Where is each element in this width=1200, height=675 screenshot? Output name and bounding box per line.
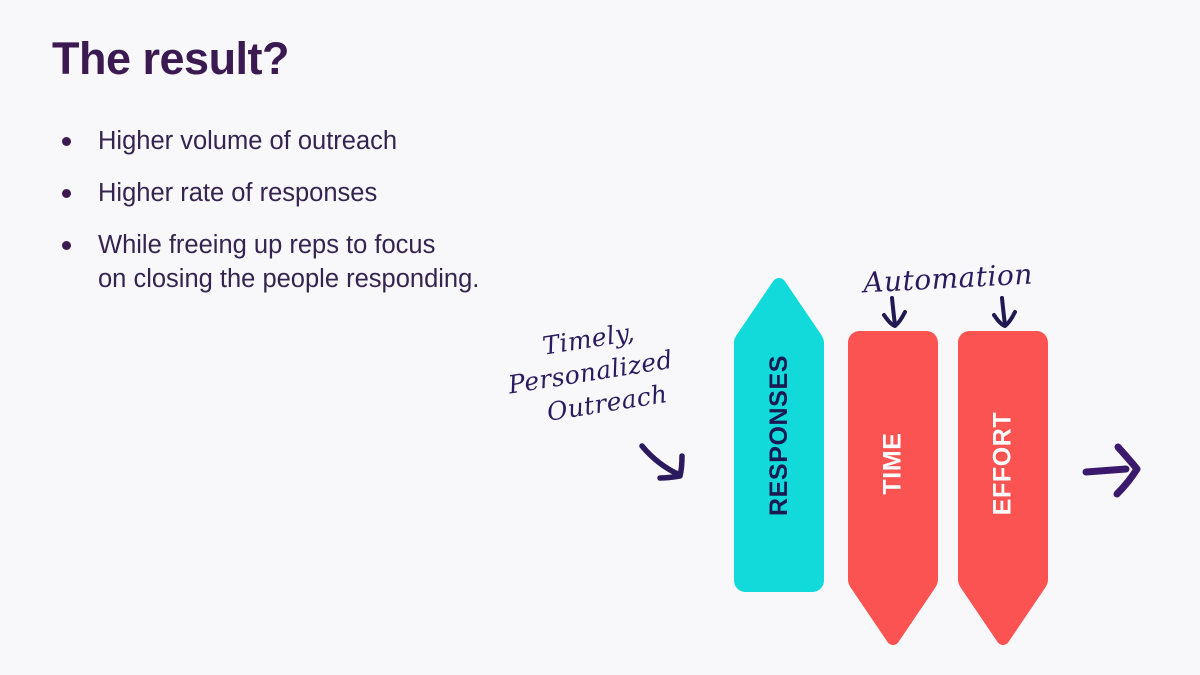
bullet-list: Higher volume of outreach Higher rate of… <box>62 124 582 314</box>
list-item: Higher rate of responses <box>62 176 582 210</box>
bar-label-responses-text: RESPONSES <box>764 354 793 516</box>
bullet-text: Higher volume of outreach <box>98 127 398 155</box>
bullet-dot-icon <box>62 189 71 198</box>
hand-drawn-arrow-down-icon <box>992 296 1017 328</box>
list-item: While freeing up reps to focus on closin… <box>62 228 582 296</box>
bullet-text: While freeing up reps to focus on closin… <box>98 231 480 293</box>
bar-label-effort: EFFORT <box>958 331 1048 595</box>
bar-label-effort-text: EFFORT <box>988 411 1017 515</box>
annotation-automation: Automation <box>862 257 1034 300</box>
bar-effort <box>958 331 1048 647</box>
bar-label-responses: RESPONSES <box>734 276 824 594</box>
bar-responses <box>734 276 824 594</box>
bar-time <box>848 331 938 647</box>
bullet-text: Higher rate of responses <box>98 179 378 207</box>
hand-drawn-arrow-down-right-icon <box>639 443 685 481</box>
annotation-outreach: Timely, Personalized Outreach <box>499 301 742 435</box>
bullet-dot-icon <box>62 241 71 250</box>
bar-label-time-text: TIME <box>878 431 907 495</box>
page-title: The result? <box>52 33 290 84</box>
list-item: Higher volume of outreach <box>62 124 582 158</box>
hand-drawn-arrow-down-icon <box>882 296 907 328</box>
bullet-dot-icon <box>62 137 71 146</box>
hand-drawn-arrow-right-icon <box>1082 443 1141 498</box>
bar-label-time: TIME <box>848 331 938 595</box>
